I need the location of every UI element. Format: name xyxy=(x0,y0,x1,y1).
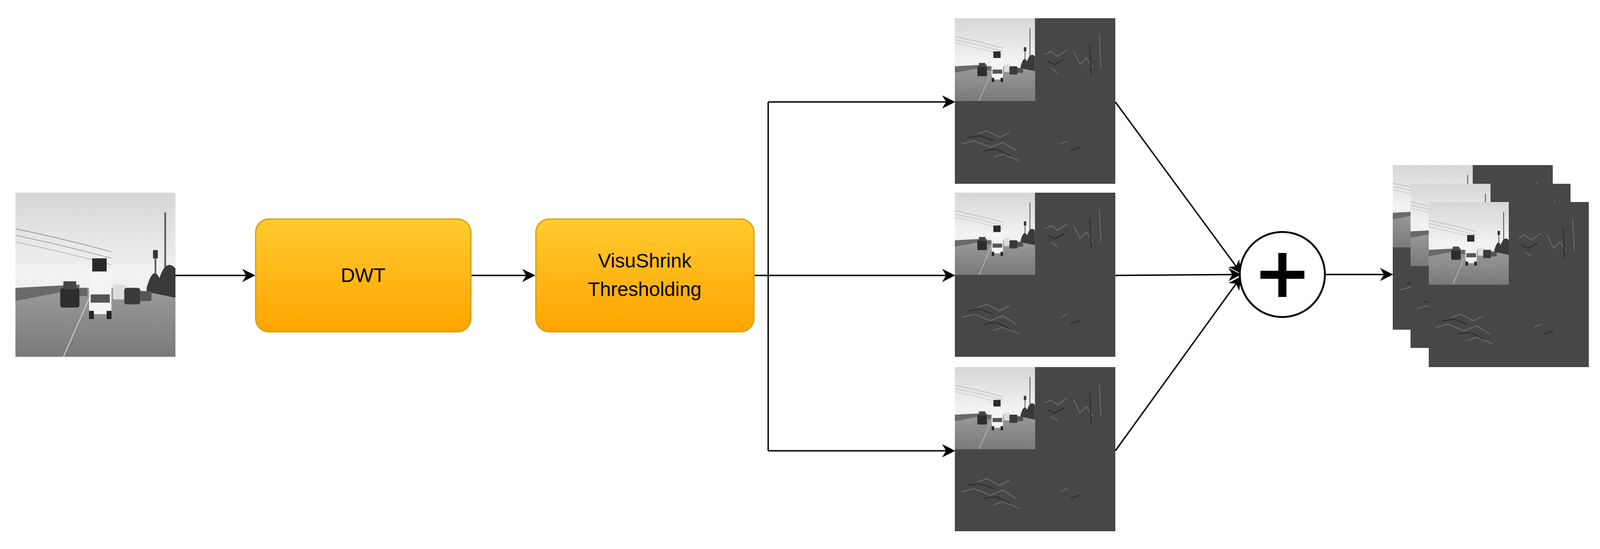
node-label: DWT xyxy=(340,261,386,291)
process-box: VisuShrink Thresholding xyxy=(535,218,755,333)
wavelet-image xyxy=(954,18,1116,184)
node-label: + xyxy=(1252,237,1312,308)
node-label: VisuShrink Thresholding xyxy=(547,247,742,305)
input-image xyxy=(15,192,176,357)
sum-circle: + xyxy=(1238,231,1326,319)
text-stack: DWT xyxy=(340,261,386,291)
text-stack: + xyxy=(1252,241,1312,308)
wavelet-image xyxy=(954,367,1116,532)
output-image xyxy=(1428,202,1589,368)
text-stack: VisuShrink Thresholding xyxy=(547,247,742,305)
flow-arrow xyxy=(471,275,535,277)
process-box: DWT xyxy=(254,218,472,333)
flow-lines xyxy=(175,101,1392,451)
wavelet-image xyxy=(954,192,1116,357)
